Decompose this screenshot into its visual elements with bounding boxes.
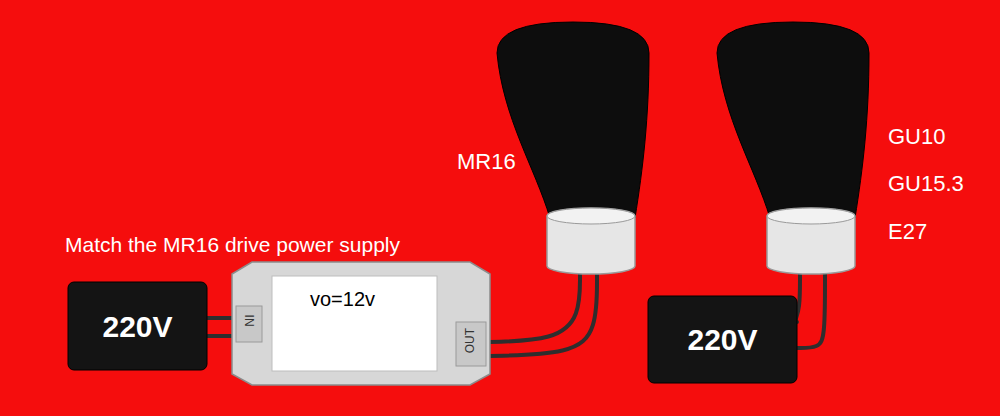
driver-box: vo=12vIN OUT — [232, 262, 490, 385]
note-label: Match the MR16 drive power supply — [65, 233, 400, 256]
lamp-base-top — [767, 208, 855, 224]
mains-box: 220V — [648, 296, 797, 383]
lamp-type-label: MR16 — [457, 150, 516, 174]
mains-panel — [648, 296, 797, 383]
gu10-lamp: GU10GU15.3E27 — [715, 18, 875, 276]
mains-box: 220V — [68, 282, 207, 370]
wire — [797, 273, 825, 348]
lamp-base — [547, 208, 635, 274]
output-terminal — [456, 322, 486, 366]
driver-panel — [272, 276, 437, 371]
reflector-cup — [497, 22, 649, 218]
mains-panel — [68, 282, 207, 370]
lamp-outline — [495, 18, 655, 276]
lamp-type-label: GU15.3 — [888, 172, 964, 196]
mr16-lamp: MR16 — [495, 18, 655, 276]
terminal-label: OUT — [464, 328, 477, 353]
lamp-outline — [715, 18, 875, 276]
terminal-label: IN — [241, 315, 254, 327]
lamp-base — [767, 208, 855, 274]
lamp-type-label: E27 — [888, 220, 927, 244]
voltage-label: 220V — [102, 310, 172, 343]
output-voltage-label: vo=12v — [310, 288, 375, 310]
wire-pair — [795, 273, 825, 348]
wire — [207, 316, 232, 320]
input-terminal — [236, 306, 262, 342]
wire-pair — [490, 273, 597, 356]
wire — [207, 334, 232, 338]
lamp-base-top — [547, 208, 635, 224]
lamp-type-label: GU10 — [888, 125, 945, 149]
reflector-cup — [717, 22, 869, 218]
voltage-label: 220V — [687, 323, 757, 356]
wire — [490, 273, 597, 356]
wire-pair — [207, 318, 232, 336]
driver-housing — [232, 262, 490, 385]
wire — [490, 273, 580, 342]
driver-outline — [232, 262, 490, 385]
